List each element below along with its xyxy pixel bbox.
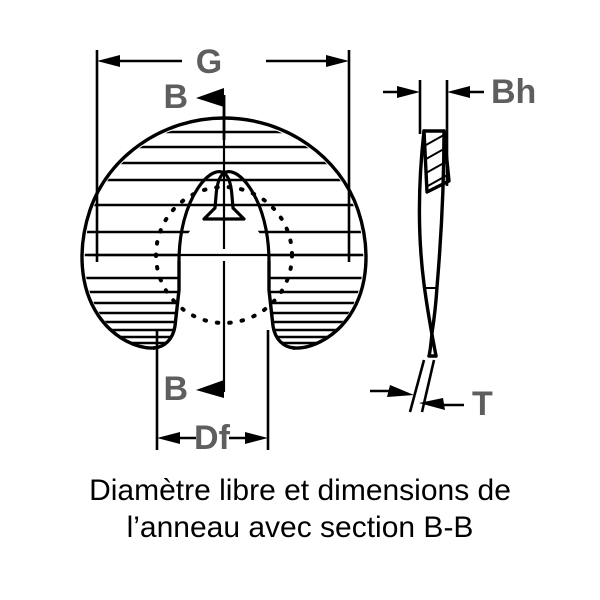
g-arrow-right — [326, 55, 349, 67]
side-view-section: Bh T — [370, 73, 536, 423]
df-arrow-right — [245, 432, 268, 444]
side-section-hatching — [424, 131, 449, 192]
ring-right-lug-contour — [267, 260, 296, 350]
bh-arrow-left — [397, 86, 420, 98]
t-extension-left — [408, 359, 426, 413]
b-bottom-arrow — [196, 380, 224, 398]
df-label: Df — [194, 419, 231, 457]
bh-label: Bh — [491, 73, 536, 111]
section-mark-b-top: B — [163, 78, 226, 140]
side-section-hatched-block — [422, 129, 451, 194]
dimension-bh: Bh — [383, 73, 536, 186]
caption-line-1: Diamètre libre et dimensions de — [89, 474, 511, 507]
t-arrow-right — [419, 398, 445, 410]
b-bottom-label: B — [163, 370, 188, 408]
df-arrow-left — [157, 432, 180, 444]
g-label: G — [196, 43, 222, 81]
caption-line-2: l’anneau avec section B-B — [127, 511, 474, 544]
figure-caption: Diamètre libre et dimensions de l’anneau… — [89, 474, 511, 544]
section-mark-b-bottom: B — [163, 370, 224, 408]
g-arrow-left — [97, 55, 120, 67]
b-top-arrow — [196, 88, 224, 107]
t-label: T — [472, 385, 493, 423]
dimension-df: Df — [155, 330, 270, 457]
t-arrow-left — [387, 385, 414, 397]
b-top-label: B — [163, 78, 188, 116]
dimension-t: T — [370, 359, 493, 423]
side-profile-inner-edge — [427, 129, 446, 358]
bh-arrow-right — [447, 86, 470, 98]
dimension-g: G — [95, 43, 351, 262]
